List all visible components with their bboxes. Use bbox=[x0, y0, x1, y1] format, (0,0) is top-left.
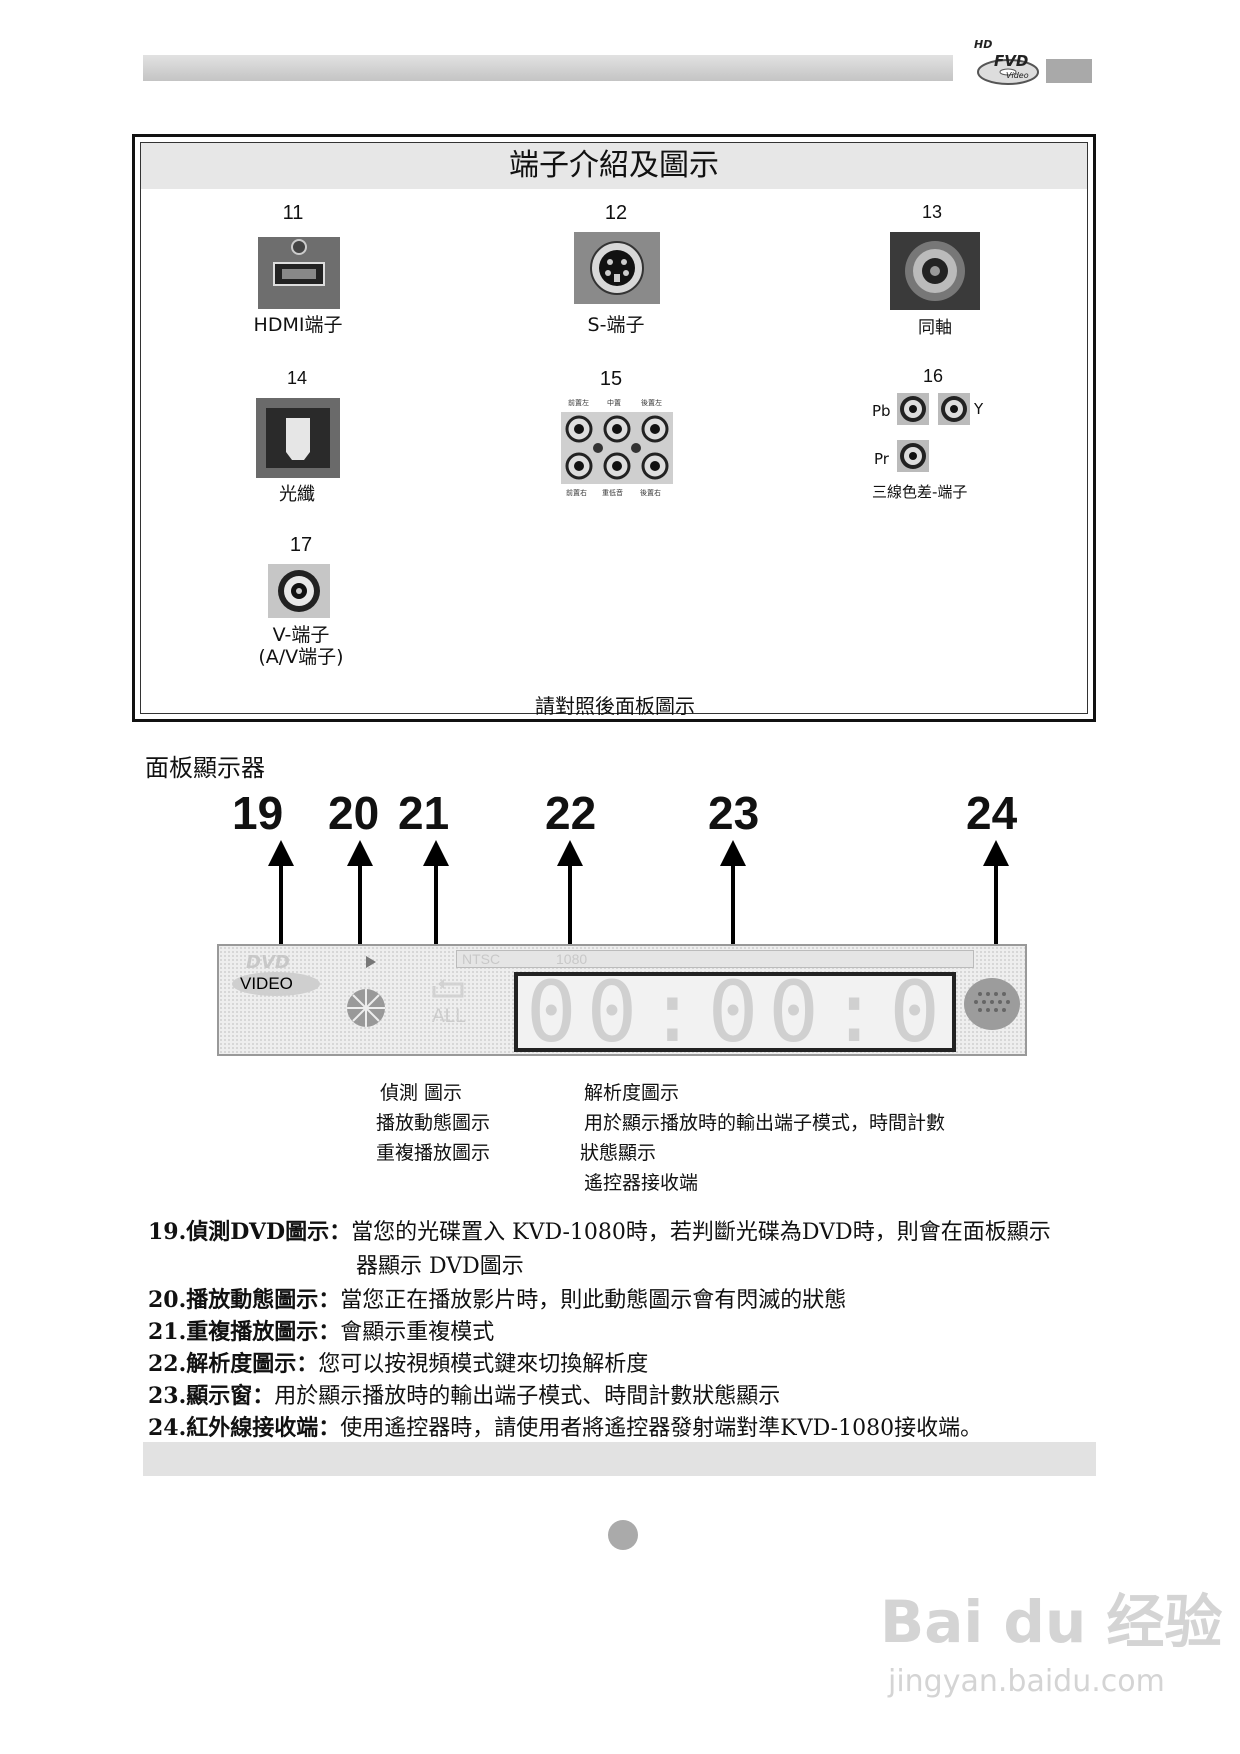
description-head: 22.解析度圖示： bbox=[148, 1351, 319, 1377]
panel-footnote: 請對照後面板圖示 bbox=[535, 694, 695, 718]
svg-text:FVD: FVD bbox=[994, 52, 1028, 70]
description-item: 19.偵測DVD圖示：當您的光碟置入 KVD-1080時，若判斷光碟為DVD時，… bbox=[148, 1214, 1051, 1246]
connector-number: 16 bbox=[922, 366, 944, 386]
ir-receiver-icon bbox=[964, 978, 1020, 1030]
annotation-right: 遙控器接收端 bbox=[584, 1172, 699, 1194]
description-head: 21.重複播放圖示： bbox=[148, 1319, 341, 1345]
audio-label: 後置右 bbox=[640, 489, 661, 497]
audio-label: 前置右 bbox=[566, 489, 587, 497]
connector-number: 13 bbox=[921, 202, 943, 222]
connector-number: 14 bbox=[286, 368, 308, 388]
hd-fvd-logo: HD FVD Video bbox=[974, 38, 1039, 85]
footer-bar bbox=[143, 1442, 1096, 1476]
section-title: 面板顯示器 bbox=[145, 754, 265, 782]
page-number-dot bbox=[608, 1520, 638, 1550]
connector-number: 17 bbox=[289, 534, 313, 556]
connector-label: 三線色差-端子 bbox=[872, 483, 968, 501]
repeat-all-label: ALL bbox=[432, 1006, 466, 1027]
description-head: 24.紅外線接收端： bbox=[148, 1415, 341, 1441]
s-video-connector-icon bbox=[574, 232, 660, 304]
connector-number: 11 bbox=[282, 202, 304, 224]
time-readout: 00:00:00 bbox=[526, 972, 952, 1052]
callout-number: 23 bbox=[708, 787, 760, 839]
connector-label: S-端子 bbox=[587, 314, 645, 336]
description-text: 會顯示重複模式 bbox=[340, 1320, 495, 1345]
video-label: VIDEO bbox=[240, 974, 293, 993]
callout-number: 21 bbox=[398, 787, 450, 839]
header-box bbox=[1046, 59, 1092, 83]
callout-number: 19 bbox=[232, 787, 284, 839]
svg-text:Video: Video bbox=[1006, 71, 1029, 80]
connector-label-sub: (A/V端子) bbox=[258, 646, 344, 668]
annotation-left: 播放動態圖示 bbox=[376, 1112, 491, 1134]
annotation-right: 狀態顯示 bbox=[580, 1142, 657, 1164]
callout-number: 20 bbox=[328, 787, 380, 839]
annotation-right: 解析度圖示 bbox=[584, 1082, 680, 1104]
description-item: 20.播放動態圖示：當您正在播放影片時，則此動態圖示會有閃滅的狀態 bbox=[148, 1282, 846, 1314]
description-item: 23.顯示窗：用於顯示播放時的輸出端子模式、時間計數狀態顯示 bbox=[148, 1378, 780, 1410]
connector-number: 12 bbox=[604, 202, 628, 224]
repeat-icon bbox=[432, 979, 464, 998]
description-cont: 器顯示 DVD圖示 bbox=[356, 1254, 524, 1279]
y-jack-icon bbox=[938, 393, 970, 425]
pb-jack-icon bbox=[897, 393, 929, 425]
description-head: 23.顯示窗： bbox=[148, 1383, 275, 1409]
svg-text:HD: HD bbox=[974, 38, 992, 51]
play-animation-icon bbox=[347, 956, 385, 1027]
composite-video-connector-icon bbox=[268, 564, 330, 618]
pr-jack-icon bbox=[897, 440, 929, 472]
watermark-brand: Bai du 经验 bbox=[880, 1588, 1223, 1656]
panel-title: 端子介紹及圖示 bbox=[141, 143, 1087, 189]
description-item: 21.重複播放圖示：會顯示重複模式 bbox=[148, 1314, 494, 1346]
description-item: 24.紅外線接收端：使用遙控器時，請使用者將遙控器發射端對準KVD-1080接收… bbox=[148, 1410, 982, 1442]
audio-label: 後置左 bbox=[641, 399, 662, 407]
dvd-logo: DVD bbox=[246, 952, 290, 973]
callout-number: 24 bbox=[966, 787, 1018, 839]
resolution-text: NTSC bbox=[462, 951, 501, 967]
resolution-bar bbox=[456, 950, 974, 968]
y-label: Y bbox=[974, 400, 984, 418]
annotation-left: 偵測 圖示 bbox=[380, 1082, 463, 1104]
callout-number: 22 bbox=[545, 787, 597, 839]
description-text: 使用遙控器時，請使用者將遙控器發射端對準KVD-1080接收端。 bbox=[340, 1416, 983, 1441]
watermark-url: jingyan.baidu.com bbox=[888, 1664, 1165, 1699]
header-bar bbox=[143, 55, 953, 81]
connector-label: 同軸 bbox=[918, 318, 952, 338]
coaxial-connector-icon bbox=[890, 232, 980, 310]
description-head: 19.偵測DVD圖示： bbox=[148, 1219, 352, 1245]
annotation-left: 重複播放圖示 bbox=[376, 1142, 491, 1164]
connector-number: 15 bbox=[599, 368, 623, 390]
pr-label: Pr bbox=[874, 450, 889, 468]
resolution-value: 1080 bbox=[556, 951, 588, 967]
audio-label: 重低音 bbox=[602, 489, 623, 497]
annotation-right: 用於顯示播放時的輸出端子模式，時間計數 bbox=[584, 1112, 946, 1134]
description-text: 用於顯示播放時的輸出端子模式、時間計數狀態顯示 bbox=[274, 1384, 781, 1409]
connector-panel: 端子介紹及圖示 bbox=[132, 134, 1096, 722]
description-head: 20.播放動態圖示： bbox=[148, 1287, 341, 1313]
connector-label: V-端子 bbox=[272, 624, 330, 646]
hdmi-connector-icon bbox=[258, 237, 340, 309]
audio-label: 中置 bbox=[607, 399, 621, 407]
description-text: 您可以按視頻模式鍵來切換解析度 bbox=[318, 1352, 649, 1377]
description-item: 22.解析度圖示：您可以按視頻模式鍵來切換解析度 bbox=[148, 1346, 648, 1378]
description-text: 當您正在播放影片時，則此動態圖示會有閃滅的狀態 bbox=[340, 1288, 847, 1313]
pb-label: Pb bbox=[872, 402, 891, 420]
connector-label: 光纖 bbox=[279, 484, 315, 505]
multichannel-audio-connector-icon bbox=[561, 412, 673, 484]
optical-connector-icon bbox=[256, 398, 340, 478]
audio-label: 前置左 bbox=[568, 399, 589, 407]
connector-label: HDMI端子 bbox=[253, 314, 343, 336]
description-text: 當您的光碟置入 KVD-1080時，若判斷光碟為DVD時，則會在面板顯示 bbox=[351, 1220, 1051, 1245]
time-display-window: 00:00:00 bbox=[514, 972, 956, 1052]
